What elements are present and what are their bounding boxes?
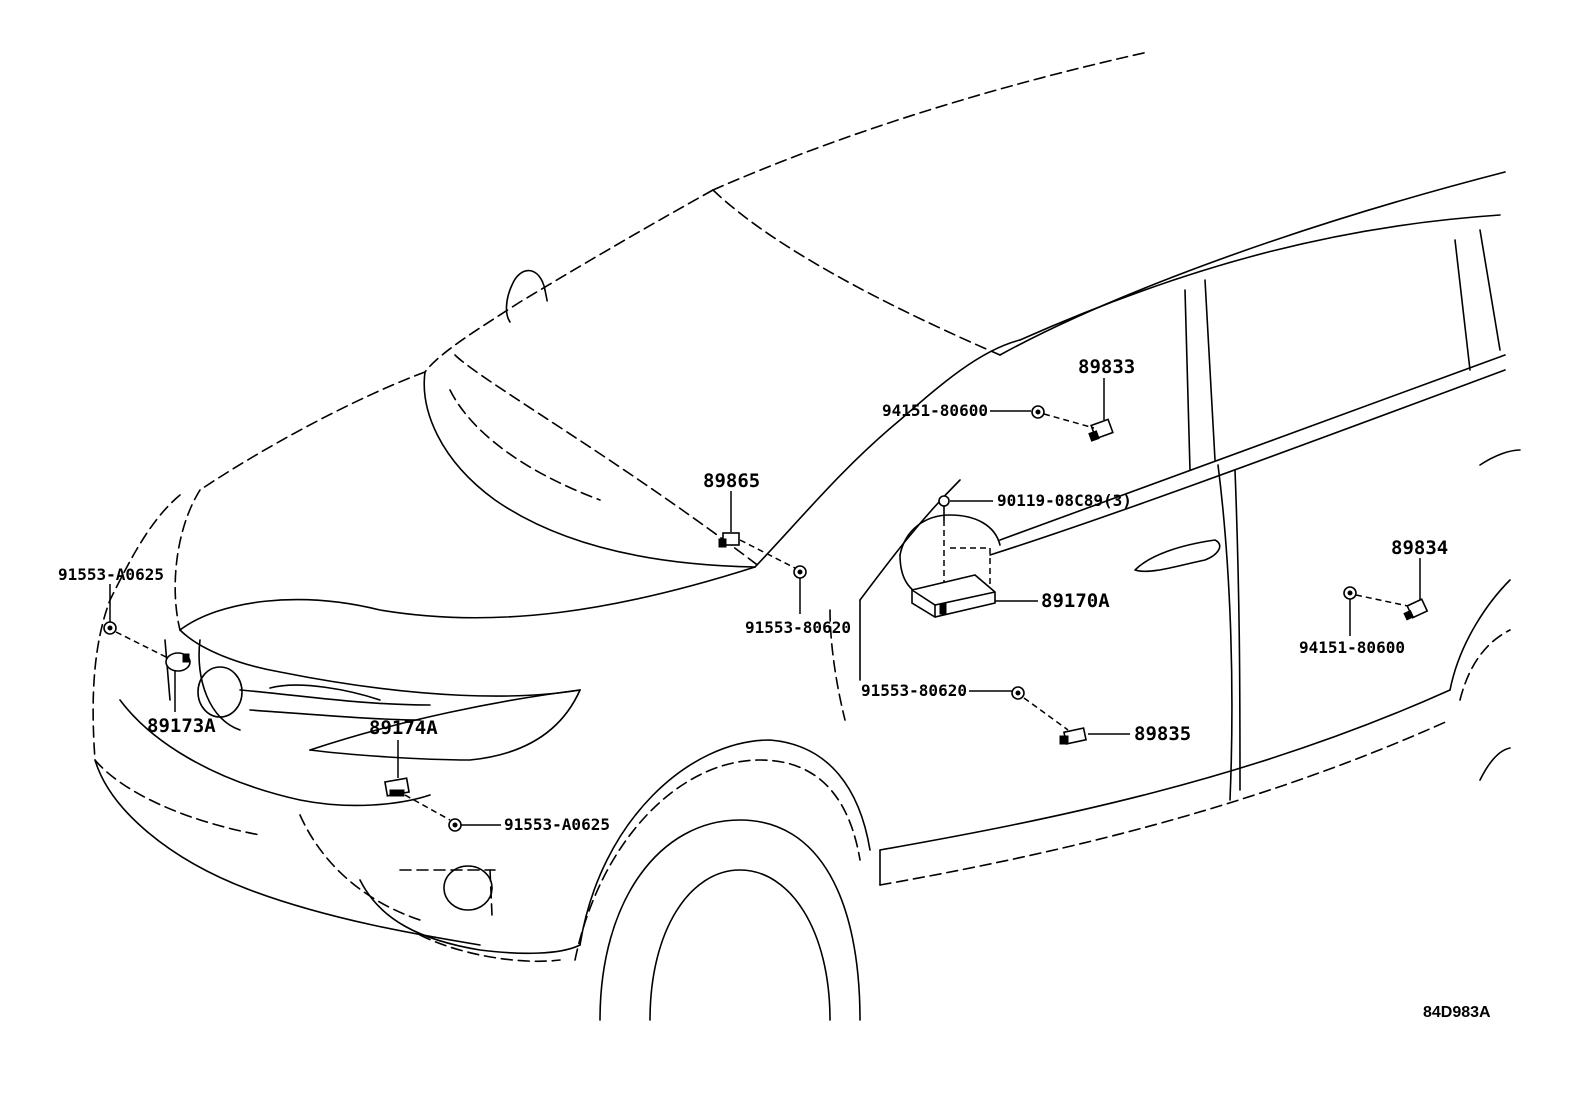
part-89834-group: 89834 94151-80600: [1299, 537, 1448, 657]
label-91553-A0625-left: 91553-A0625: [58, 565, 164, 584]
label-89835: 89835: [1134, 723, 1191, 745]
figure-code: 84D983A: [1423, 1004, 1491, 1021]
part-89833-group: 89833 94151-80600: [882, 356, 1135, 442]
label-89865: 89865: [703, 470, 760, 492]
vehicle-body-outline: [92, 51, 1521, 1021]
label-90119: 90119-08C89(3): [997, 491, 1132, 510]
label-94151-upper: 94151-80600: [882, 401, 988, 420]
label-91553-80620-upper: 91553-80620: [745, 618, 851, 637]
label-89170A: 89170A: [1041, 590, 1110, 612]
part-89865-group: 89865 91553-80620: [703, 470, 851, 637]
part-89174A-group: 89174A 91553-A0625: [369, 717, 610, 834]
label-94151-lower: 94151-80600: [1299, 638, 1405, 657]
label-89833: 89833: [1078, 356, 1135, 378]
label-91553-A0625-bottom: 91553-A0625: [504, 815, 610, 834]
label-91553-80620-lower: 91553-80620: [861, 681, 967, 700]
part-89173A-group: 91553-A0625 89173A: [58, 565, 216, 737]
part-89170A-group: 90119-08C89(3) 89170A: [911, 491, 1132, 618]
part-89835-group: 91553-80620 89835: [861, 681, 1191, 745]
label-89174A: 89174A: [369, 717, 438, 739]
label-89834: 89834: [1391, 537, 1448, 559]
label-89173A: 89173A: [147, 715, 216, 737]
